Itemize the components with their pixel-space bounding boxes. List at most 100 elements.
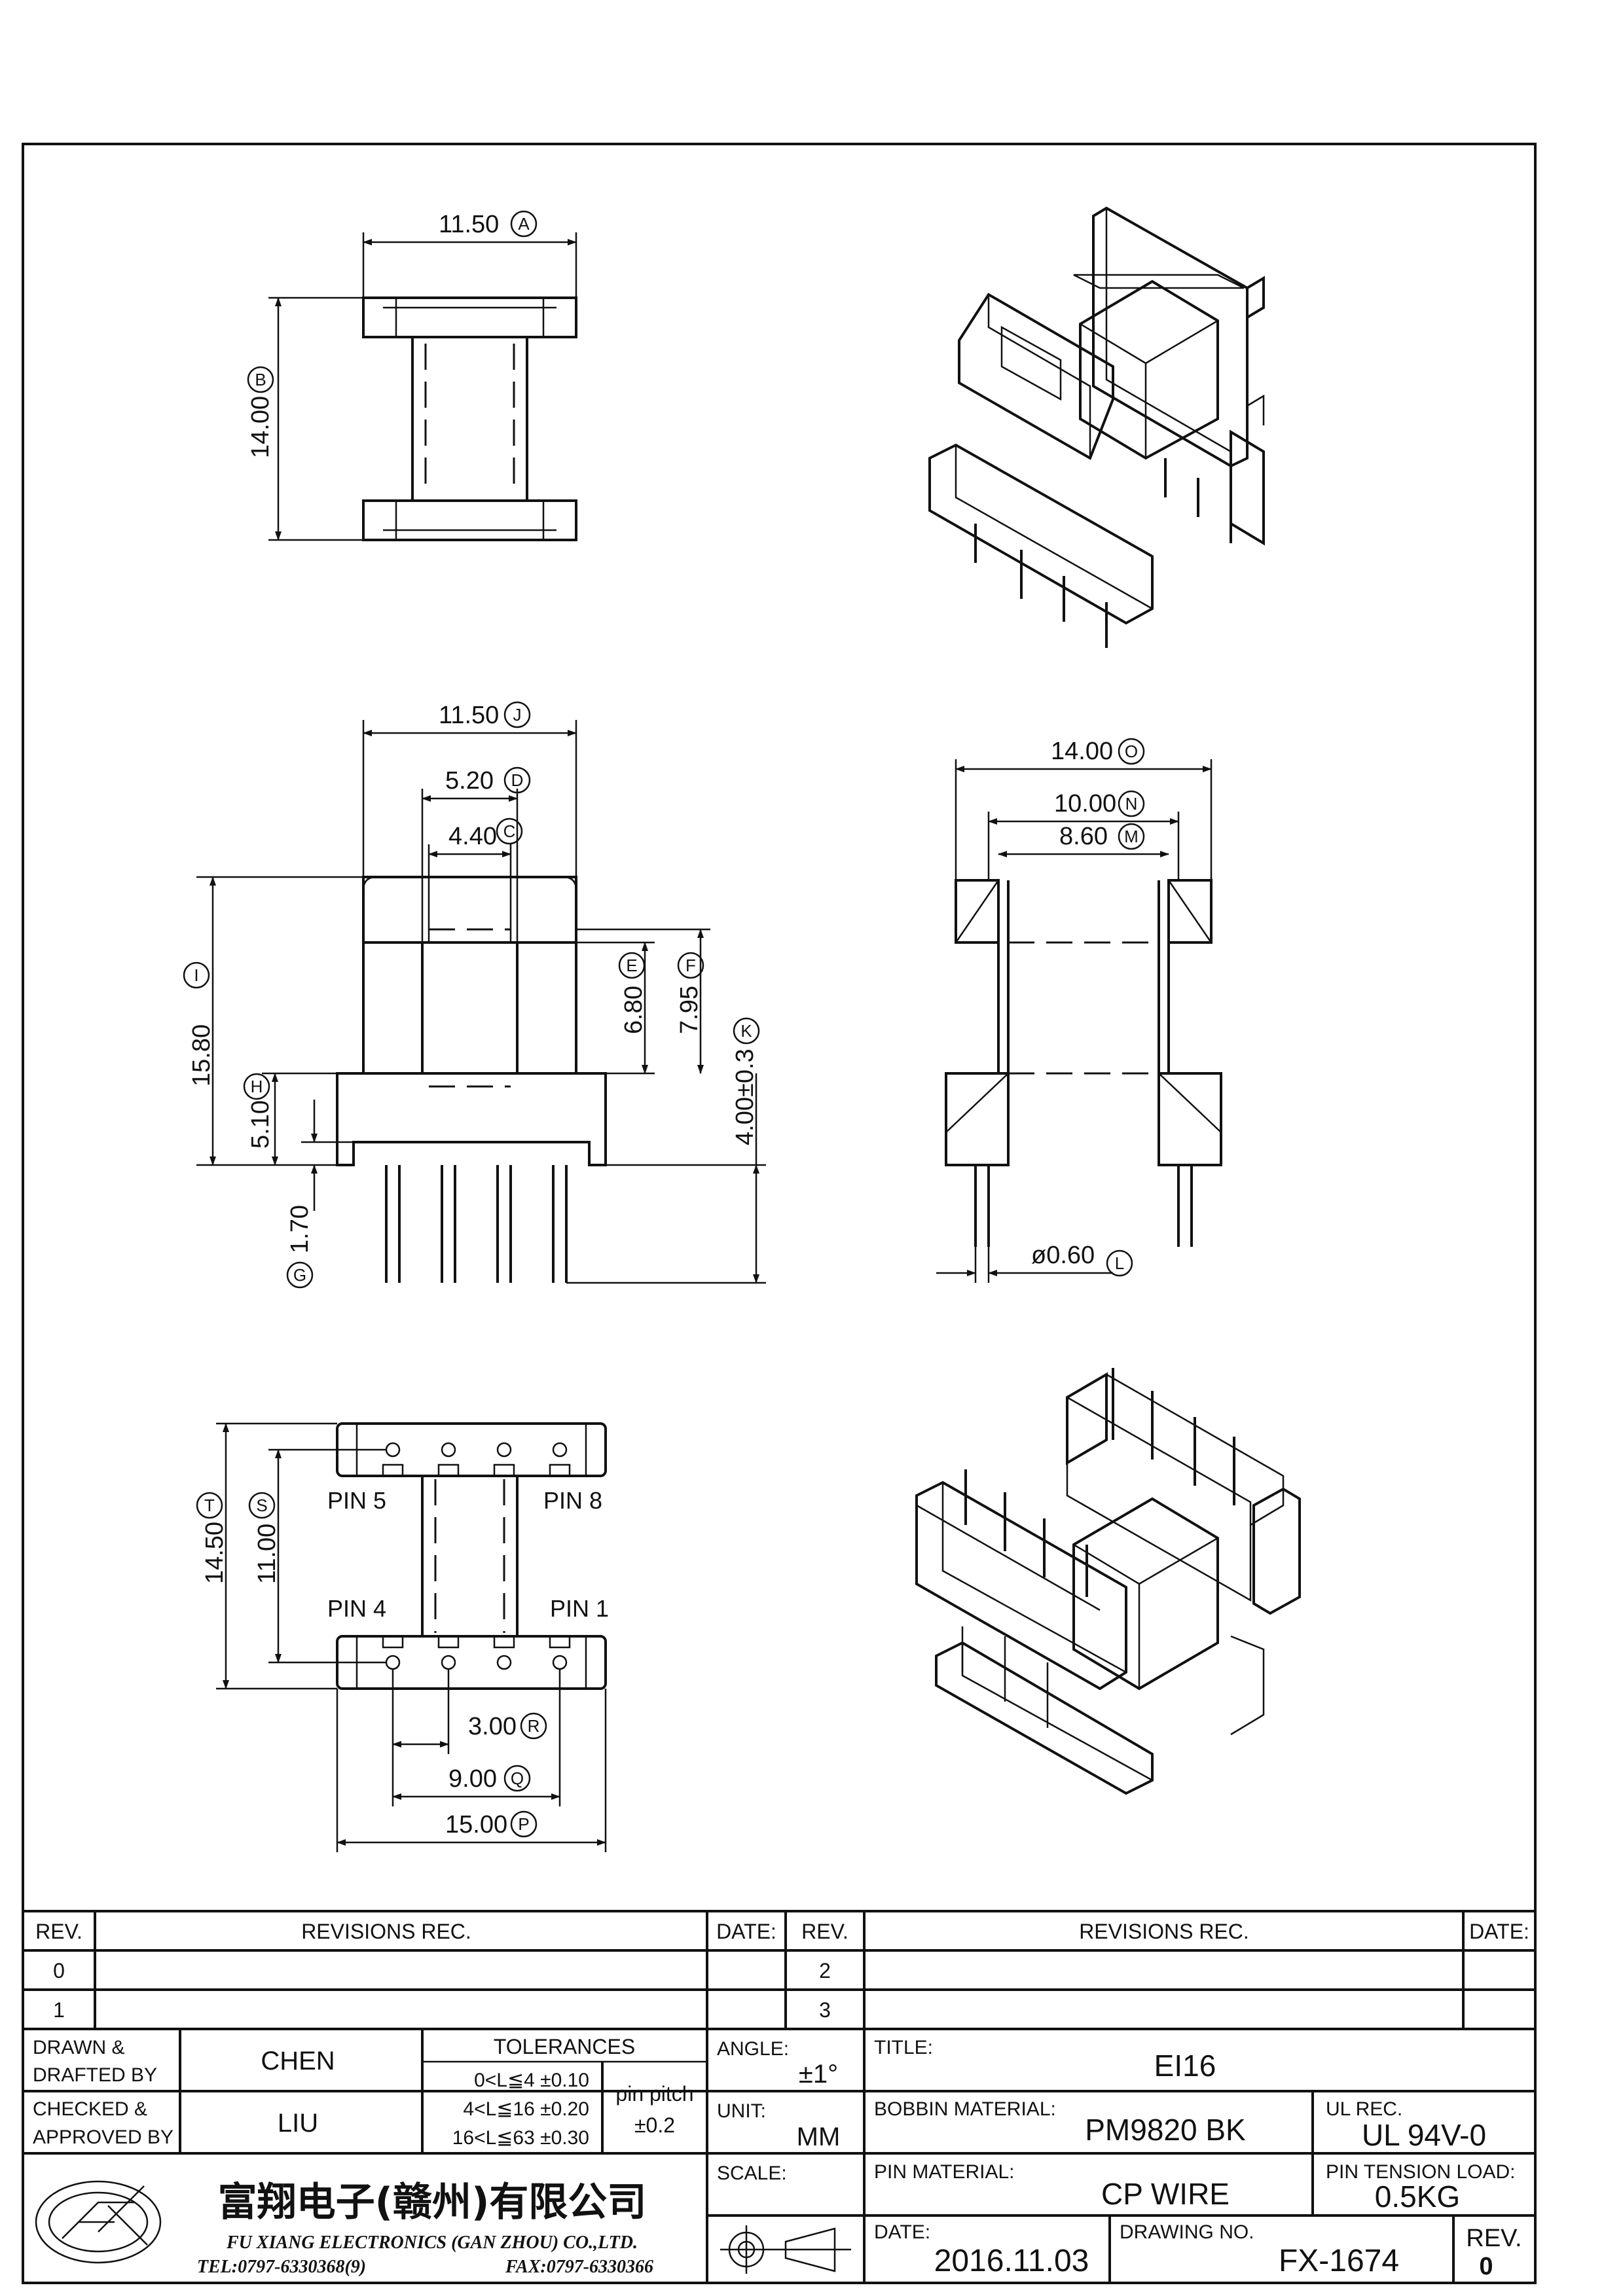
- revisions-header-right: REVISIONS REC.: [1079, 1920, 1249, 1943]
- bobbin-material-value: PM9820 BK: [1085, 2113, 1246, 2147]
- dim-top-width: 11.50: [439, 211, 499, 238]
- unit-label: UNIT:: [717, 2100, 766, 2122]
- dim-pin-length: 4.00±0.3: [731, 1049, 759, 1145]
- ul-rec-value: UL 94V-0: [1362, 2118, 1486, 2152]
- scale-label: SCALE:: [717, 2162, 787, 2184]
- pin-material-label: PIN MATERIAL:: [874, 2161, 1014, 2183]
- company-tel: TEL:0797-6330368(9): [197, 2257, 366, 2277]
- tag-q: Q: [511, 1768, 524, 1788]
- rev-row-2: 2: [819, 1959, 831, 1982]
- tag-m: M: [1124, 827, 1139, 846]
- dim-window-e: 6.80: [620, 986, 647, 1034]
- dim-base-height: 5.10: [247, 1100, 274, 1149]
- tag-j: J: [513, 705, 522, 725]
- drawing-no-label: DRAWING NO.: [1120, 2221, 1254, 2243]
- tag-g: G: [293, 1265, 306, 1285]
- dim-bottom-height: 14.50: [201, 1522, 228, 1584]
- tag-l: L: [1115, 1253, 1124, 1273]
- checked-label-2: APPROVED BY: [33, 2126, 173, 2148]
- pin-material-value: CP WIRE: [1101, 2177, 1230, 2211]
- date-header-left: DATE:: [716, 1920, 776, 1943]
- dim-core-outer: 5.20: [445, 767, 494, 795]
- tag-s: S: [256, 1496, 267, 1515]
- dim-core-inner: 4.40: [448, 823, 497, 850]
- tag-t: T: [204, 1496, 215, 1515]
- rev-header-left: REV.: [35, 1920, 82, 1943]
- unit-value: MM: [797, 2123, 841, 2151]
- tolerances-header: TOLERANCES: [494, 2035, 635, 2058]
- bottom-view: PIN 5 PIN 8 PIN 4 PIN 1 14.50 T 11.00 S …: [196, 1422, 609, 1852]
- tag-c: C: [503, 821, 516, 841]
- tol-row-3: 16<L≦63 ±0.30: [452, 2127, 589, 2149]
- tag-p: P: [518, 1814, 529, 1834]
- isometric-view-top: [928, 206, 1265, 648]
- pin-8-label: PIN 8: [543, 1487, 602, 1514]
- dim-pin-diameter: ø0.60: [1031, 1242, 1095, 1269]
- title-block: REV. REVISIONS REC. DATE: REV. REVISIONS…: [23, 1910, 1535, 2283]
- tag-b: B: [255, 370, 266, 389]
- checked-label-1: CHECKED &: [33, 2098, 147, 2120]
- tag-o: O: [1125, 742, 1138, 761]
- rev-row-0: 0: [53, 1959, 65, 1982]
- drawn-by: CHEN: [261, 2047, 335, 2075]
- drawn-label-1: DRAWN &: [33, 2037, 125, 2058]
- pin-4-label: PIN 4: [327, 1595, 386, 1622]
- pin-1-label: PIN 1: [550, 1595, 609, 1622]
- rev-label: REV.: [1466, 2225, 1522, 2252]
- drawing-no-value: FX-1674: [1279, 2244, 1399, 2278]
- dim-standoff: 1.70: [286, 1205, 314, 1253]
- dim-front-overall-width: 11.50: [439, 702, 499, 729]
- tag-e: E: [626, 956, 637, 975]
- company-name-en: FU XIANG ELECTRONICS (GAN ZHOU) CO.,LTD.: [226, 2233, 638, 2253]
- dim-bottom-width: 15.00: [445, 1811, 507, 1839]
- title-label: TITLE:: [874, 2037, 933, 2058]
- date-label: DATE:: [874, 2221, 930, 2243]
- dim-side-outer: 14.00: [1051, 738, 1113, 765]
- isometric-view-bottom: [915, 1368, 1301, 1795]
- rev-row-3: 3: [819, 1998, 831, 2022]
- date-header-right: DATE:: [1469, 1920, 1529, 1943]
- projection-symbol: [720, 2225, 851, 2274]
- checked-by: LIU: [278, 2109, 318, 2138]
- tag-d: D: [511, 770, 524, 790]
- rev-value: 0: [1479, 2253, 1493, 2280]
- dim-span: 9.00: [448, 1765, 497, 1793]
- tag-f: F: [685, 956, 696, 975]
- pin-pitch-value: ±0.2: [634, 2113, 675, 2137]
- dim-front-overall-height: 15.80: [188, 1024, 215, 1086]
- pin-pitch-label: pin pitch: [615, 2082, 693, 2106]
- ul-rec-label: UL REC.: [1326, 2098, 1402, 2120]
- date-value: 2016.11.03: [934, 2244, 1089, 2278]
- tag-a: A: [518, 214, 530, 234]
- angle-label: ANGLE:: [717, 2038, 789, 2060]
- tol-row-2: 4<L≦16 ±0.20: [463, 2098, 589, 2120]
- sheet-border: [22, 143, 1537, 2284]
- company-logo: [35, 2180, 162, 2264]
- dim-row-spacing: 11.00: [253, 1524, 281, 1584]
- dim-pitch: 3.00: [468, 1713, 517, 1740]
- company-name-cn: 富翔电子(赣州)有限公司: [218, 2179, 647, 2225]
- dim-top-height: 14.00: [247, 396, 274, 458]
- top-view: 11.50 A 14.00 B: [247, 210, 577, 541]
- rev-header-right: REV.: [801, 1920, 848, 1943]
- pin-tension-label: PIN TENSION LOAD:: [1326, 2161, 1516, 2183]
- pin-tension-value: 0.5KG: [1375, 2179, 1460, 2214]
- tag-i: I: [194, 965, 198, 985]
- bobbin-material-label: BOBBIN MATERIAL:: [874, 2098, 1056, 2120]
- title-value: EI16: [1154, 2049, 1216, 2083]
- company-fax: FAX:0797-6330366: [505, 2257, 653, 2277]
- tag-r: R: [528, 1716, 540, 1736]
- revisions-header-left: REVISIONS REC.: [301, 1920, 471, 1943]
- tag-h: H: [251, 1077, 263, 1096]
- rev-row-1: 1: [53, 1998, 65, 2022]
- dim-side-middle: 10.00: [1054, 790, 1116, 817]
- angle-value: ±1°: [799, 2060, 838, 2089]
- tag-n: N: [1125, 794, 1138, 814]
- pin-5-label: PIN 5: [327, 1487, 386, 1514]
- drawn-label-2: DRAFTED BY: [33, 2064, 157, 2086]
- dim-window-f: 7.95: [676, 986, 703, 1034]
- front-view: 11.50 J 5.20 D 4.40 C 15.80 I 6.80 E 7.9…: [183, 701, 766, 1289]
- tol-row-1: 0<L≦4 ±0.10: [474, 2070, 589, 2091]
- tag-k: K: [740, 1021, 752, 1041]
